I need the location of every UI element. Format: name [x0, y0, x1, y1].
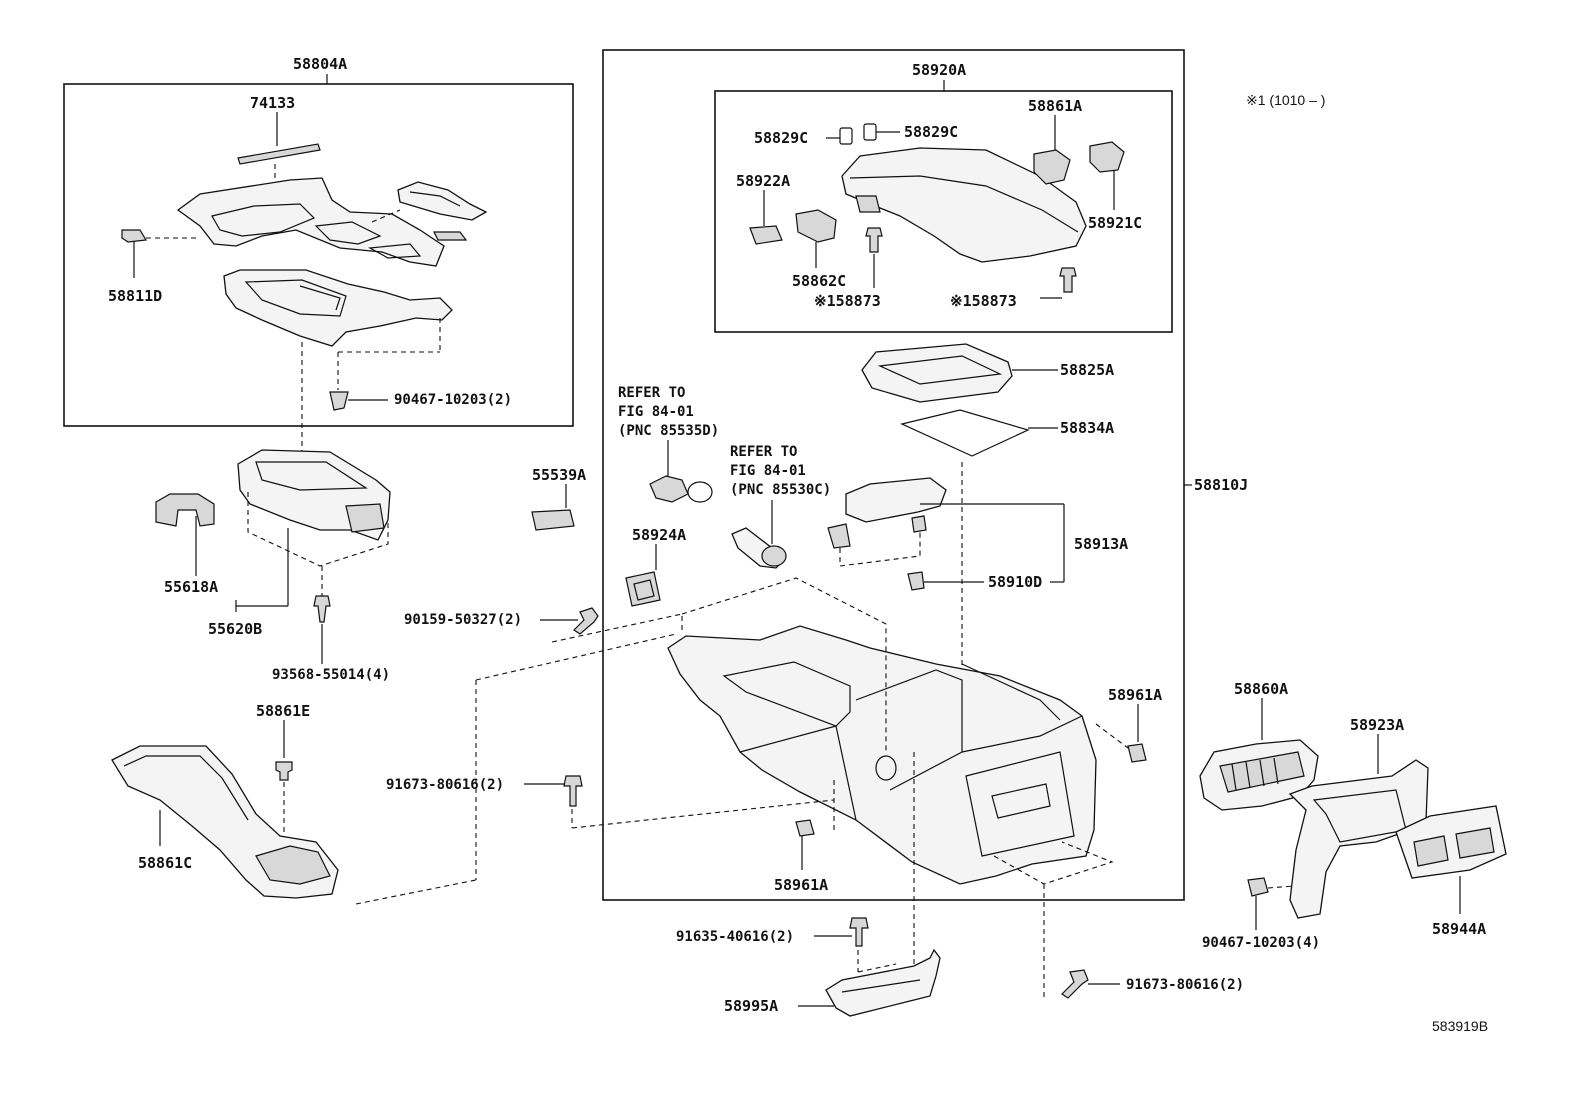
ref-note-85535D-line1: REFER TO [618, 385, 685, 401]
part-91673-screw-a [563, 775, 583, 807]
label-58873-right[interactable]: ※158873 [950, 292, 1017, 310]
part-shift-trim [397, 181, 488, 221]
part-58924A-bezel [625, 571, 661, 607]
ref-note-85530C-line3: (PNC 85530C) [730, 482, 831, 498]
label-58995A[interactable]: 58995A [724, 997, 778, 1015]
label-90467-10203-4[interactable]: 90467-10203(4) [1202, 935, 1320, 951]
part-58961A-clip-right [1127, 743, 1147, 763]
label-58804A[interactable]: 58804A [293, 55, 347, 73]
ref-note-85535D-line2: FIG 84-01 [618, 404, 694, 420]
part-lower-console-shell [223, 269, 453, 347]
label-58861C[interactable]: 58861C [138, 854, 192, 872]
part-58995A-bracket [825, 948, 941, 1017]
part-58829C-pad-left [839, 127, 853, 145]
label-58961A-bottom[interactable]: 58961A [774, 876, 828, 894]
group-box-58804A [63, 83, 574, 427]
label-55539A[interactable]: 55539A [532, 466, 586, 484]
label-58860A[interactable]: 58860A [1234, 680, 1288, 698]
part-93568-bolt [313, 595, 331, 623]
label-91635-40616[interactable]: 91635-40616(2) [676, 929, 794, 945]
part-58910D-clip [907, 571, 925, 591]
part-small-clip-a [433, 231, 468, 241]
label-74133[interactable]: 74133 [250, 94, 295, 112]
part-58825A-tray [861, 343, 1013, 403]
part-91635-bolt [849, 917, 869, 947]
part-58834A-mat [900, 409, 1030, 457]
label-91673-80616-b[interactable]: 91673-80616(2) [1126, 977, 1244, 993]
label-58829C-left[interactable]: 58829C [754, 129, 808, 147]
part-outlet-cap [687, 481, 713, 503]
part-74133-strip [237, 143, 321, 165]
part-58861E-clip [275, 761, 293, 781]
label-90467-10203-2[interactable]: 90467-10203(2) [394, 392, 512, 408]
label-55620B[interactable]: 55620B [208, 620, 262, 638]
label-58862C[interactable]: 58862C [792, 272, 846, 290]
label-58829C-right[interactable]: 58829C [904, 123, 958, 141]
part-58921C-hinge [1089, 141, 1125, 173]
label-58913A[interactable]: 58913A [1074, 535, 1128, 553]
part-58861A-hinge [1033, 149, 1071, 185]
label-55618A[interactable]: 55618A [164, 578, 218, 596]
part-58961A-clip-bottom [795, 819, 815, 837]
part-90159-screw [573, 607, 599, 635]
part-power-outlet-85535D [649, 475, 689, 503]
label-58861A[interactable]: 58861A [1028, 97, 1082, 115]
label-58920A[interactable]: 58920A [912, 61, 966, 79]
label-58825A[interactable]: 58825A [1060, 361, 1114, 379]
label-58921C[interactable]: 58921C [1088, 214, 1142, 232]
group-box-58810J [602, 49, 1185, 901]
label-58834A[interactable]: 58834A [1060, 419, 1114, 437]
part-58811D-clip [121, 229, 147, 243]
ref-note-85530C-line1: REFER TO [730, 444, 797, 460]
part-55539A-plug [531, 509, 575, 531]
part-58829C-pad-right [863, 123, 877, 141]
part-upper-console-panel [176, 177, 445, 267]
ref-note-85530C-line2: FIG 84-01 [730, 463, 806, 479]
label-58810J[interactable]: 58810J [1194, 476, 1248, 494]
label-58922A[interactable]: 58922A [736, 172, 790, 190]
label-58924A[interactable]: 58924A [632, 526, 686, 544]
footnote: ※1 (1010 – ) [1246, 92, 1325, 108]
part-58913A-lid [845, 477, 947, 523]
part-90467-clip-right [1247, 877, 1269, 897]
part-58922A-block [749, 225, 783, 245]
label-91673-80616-a[interactable]: 91673-80616(2) [386, 777, 504, 793]
label-58944A[interactable]: 58944A [1432, 920, 1486, 938]
part-58873-screw-left [865, 227, 883, 253]
part-90467-clip-left [329, 391, 349, 411]
ref-note-85535D-line3: (PNC 85535D) [618, 423, 719, 439]
label-58961A-right[interactable]: 58961A [1108, 686, 1162, 704]
part-55618A-bracket [155, 493, 215, 527]
diagram-code: 583919B [1432, 1018, 1488, 1034]
label-58861E[interactable]: 58861E [256, 702, 310, 720]
part-58862C-latch [795, 209, 837, 243]
label-93568-55014[interactable]: 93568-55014(4) [272, 667, 390, 683]
label-58923A[interactable]: 58923A [1350, 716, 1404, 734]
part-58873-screw-right [1059, 267, 1077, 293]
label-58811D[interactable]: 58811D [108, 287, 162, 305]
label-58910D[interactable]: 58910D [988, 573, 1042, 591]
label-58873-left[interactable]: ※158873 [814, 292, 881, 310]
label-90159-50327[interactable]: 90159-50327(2) [404, 612, 522, 628]
part-91673-screw-b [1061, 969, 1089, 999]
